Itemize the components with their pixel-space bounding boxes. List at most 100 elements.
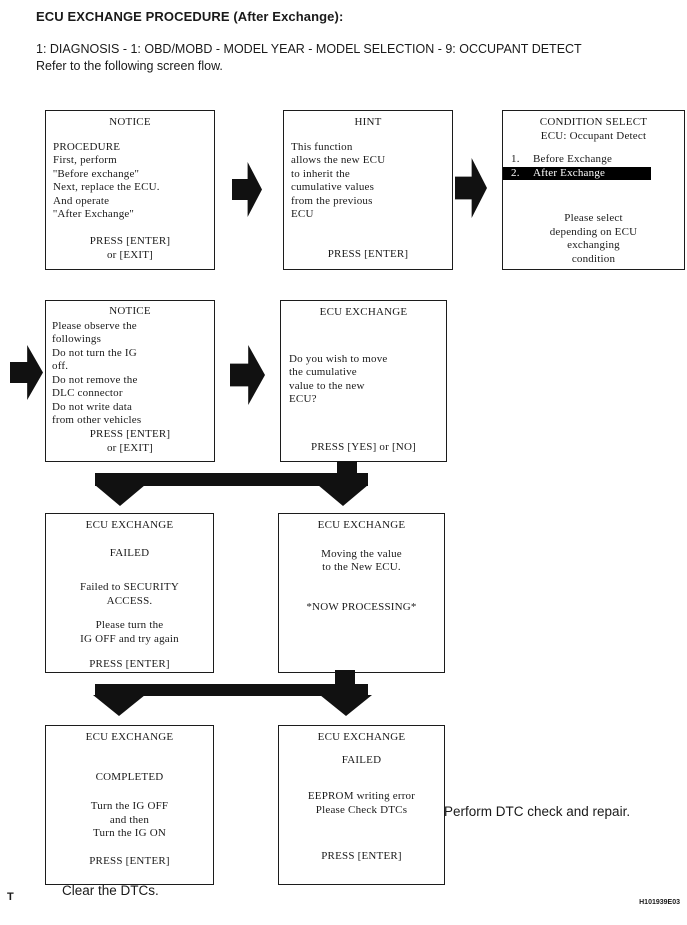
screen-text-line: value to the new bbox=[289, 379, 365, 392]
flow-split-bar bbox=[95, 473, 368, 486]
screen-text-line: depending on ECU bbox=[549, 225, 638, 238]
screen-title: ECU EXCHANGE bbox=[317, 519, 406, 531]
screen-text-line: the cumulative bbox=[289, 366, 357, 378]
screen-text-line: from other vehicles bbox=[52, 414, 142, 426]
screen-hint: HINT This function allows the new ECU to… bbox=[283, 110, 453, 270]
screen-text-line: DLC connector bbox=[52, 387, 123, 399]
screen-key-prompt: PRESS [ENTER] or [EXIT] bbox=[46, 235, 214, 262]
screen-text-line: ''After Exchange'' bbox=[53, 208, 134, 220]
screen-text-line: Do you wish to move bbox=[289, 352, 388, 365]
screen-text-line: Do not write data bbox=[52, 400, 133, 413]
screen-title: CONDITION SELECT bbox=[539, 116, 648, 128]
condition-menu: 1. Before Exchange 2. After Exchange bbox=[503, 153, 684, 180]
screen-subtitle: ECU: Occupant Detect bbox=[540, 129, 647, 142]
screen-text-line: or [EXIT] bbox=[106, 248, 154, 261]
screen-message: Please select depending on ECU exchangin… bbox=[503, 212, 684, 266]
screen-text-line: *NOW PROCESSING* bbox=[306, 600, 417, 613]
screen-text-line: COMPLETED bbox=[95, 770, 164, 783]
menu-nav-path: 1: DIAGNOSIS - 1: OBD/MOBD - MODEL YEAR … bbox=[36, 42, 582, 56]
screen-text-line: Turn the IG ON bbox=[93, 827, 166, 839]
screen-completed: ECU EXCHANGE COMPLETED Turn the IG OFF a… bbox=[45, 725, 214, 885]
screen-text-line: EEPROM writing error bbox=[307, 790, 416, 802]
flow-arrow-down-icon bbox=[320, 695, 372, 716]
menu-item-before-exchange: 1. Before Exchange bbox=[503, 153, 684, 167]
flow-arrow-right-icon bbox=[10, 345, 43, 400]
screen-text-line: IG OFF and try again bbox=[80, 632, 179, 645]
screen-text-line: ''Before exchange'' bbox=[53, 167, 139, 180]
flow-arrow-down-icon bbox=[318, 485, 368, 506]
page-title: ECU EXCHANGE PROCEDURE (After Exchange): bbox=[36, 9, 344, 24]
screen-text-line: First, perform bbox=[53, 154, 117, 166]
screen-text-line: allows the new ECU bbox=[291, 154, 386, 166]
screen-text-line: Next, replace the ECU. bbox=[53, 181, 160, 193]
screen-title: ECU EXCHANGE bbox=[85, 519, 174, 531]
screen-title: NOTICE bbox=[109, 116, 151, 128]
flow-split-bar bbox=[95, 684, 368, 696]
note-clear-dtcs: Clear the DTCs. bbox=[62, 883, 159, 898]
screen-text-line: Please turn the bbox=[95, 619, 164, 631]
screen-title: HINT bbox=[354, 116, 382, 128]
screen-key-prompt: PRESS [ENTER] bbox=[89, 854, 170, 867]
menu-item-number: 2. bbox=[511, 166, 520, 179]
screen-text-line: from the previous bbox=[291, 194, 373, 207]
menu-item-number: 1. bbox=[511, 153, 520, 165]
screen-key-prompt: PRESS [ENTER] bbox=[284, 248, 452, 262]
screen-now-processing: ECU EXCHANGE Moving the value to the New… bbox=[278, 513, 445, 673]
screen-text-line: exchanging bbox=[567, 239, 620, 251]
screen-text-line: ECU? bbox=[289, 393, 317, 405]
flow-split-stem bbox=[337, 461, 357, 475]
screen-exchange-question: ECU EXCHANGE Do you wish to move the cum… bbox=[280, 300, 447, 462]
flow-arrow-down-icon bbox=[93, 695, 145, 716]
menu-item-after-exchange-selected: 2. After Exchange bbox=[503, 166, 651, 180]
screen-failed-security: ECU EXCHANGE FAILED Failed to SECURITY A… bbox=[45, 513, 214, 673]
screen-condition-select: CONDITION SELECT ECU: Occupant Detect 1.… bbox=[502, 110, 685, 270]
screen-key-prompt: PRESS [ENTER] or [EXIT] bbox=[46, 428, 214, 455]
screen-text-line: Turn the IG OFF bbox=[90, 800, 169, 812]
screen-title: ECU EXCHANGE bbox=[319, 306, 408, 318]
screen-notice-procedure: NOTICE PROCEDURE First, perform ''Before… bbox=[45, 110, 215, 270]
screen-text-line: FAILED bbox=[109, 546, 150, 559]
screen-text-line: PRESS [ENTER] bbox=[327, 247, 409, 260]
flow-arrow-right-icon bbox=[455, 158, 487, 218]
screen-text-line: off. bbox=[52, 360, 69, 372]
screen-text-line: to inherit the bbox=[291, 167, 351, 180]
screen-text-line: FAILED bbox=[341, 753, 382, 766]
screen-text-line: or [EXIT] bbox=[106, 441, 154, 454]
screen-text-line: to the New ECU. bbox=[322, 561, 401, 573]
screen-title: ECU EXCHANGE bbox=[85, 731, 174, 743]
screen-text-line: Do not remove the bbox=[52, 373, 138, 386]
screen-text-line: Failed to SECURITY bbox=[80, 581, 179, 593]
menu-item-label: After Exchange bbox=[533, 166, 606, 179]
screen-text-line: This function bbox=[291, 140, 353, 153]
screen-failed-eeprom: ECU EXCHANGE FAILED EEPROM writing error… bbox=[278, 725, 445, 885]
screen-title: ECU EXCHANGE bbox=[317, 731, 406, 743]
flow-arrow-right-icon bbox=[230, 345, 265, 405]
screen-text-line: Do not turn the IG bbox=[52, 346, 137, 359]
page-subtitle: Refer to the following screen flow. bbox=[36, 59, 223, 73]
screen-text-line: And operate bbox=[53, 194, 110, 207]
screen-key-prompt: PRESS [ENTER] bbox=[321, 850, 402, 862]
footer-page-letter: T bbox=[7, 891, 14, 903]
screen-text-line: Please observe the bbox=[52, 319, 137, 332]
flow-arrow-right-icon bbox=[232, 162, 262, 217]
screen-text-line: cumulative values bbox=[291, 181, 375, 193]
flow-split-stem bbox=[335, 670, 355, 685]
screen-key-prompt: PRESS [ENTER] bbox=[89, 658, 170, 670]
screen-text-line: PROCEDURE bbox=[53, 140, 121, 153]
screen-text-line: ACCESS. bbox=[106, 594, 153, 607]
screen-text-line: ECU bbox=[291, 208, 314, 220]
screen-text-line: PRESS [ENTER] bbox=[89, 428, 171, 440]
screen-key-prompt: PRESS [YES] or [NO] bbox=[281, 441, 446, 455]
screen-text-line: Please select bbox=[564, 212, 623, 224]
flow-arrow-down-icon bbox=[95, 485, 145, 506]
screen-text-line: Moving the value bbox=[321, 547, 402, 560]
note-perform-dtc-check: Perform DTC check and repair. bbox=[444, 804, 631, 819]
screen-text-line: Please Check DTCs bbox=[315, 803, 408, 816]
screen-text-line: PRESS [ENTER] bbox=[89, 235, 171, 247]
screen-text-line: and then bbox=[109, 813, 150, 826]
footer-figure-id: H101939E03 bbox=[639, 899, 680, 906]
screen-text-line: followings bbox=[52, 333, 102, 345]
screen-text-line: condition bbox=[571, 252, 616, 265]
menu-item-label: Before Exchange bbox=[533, 153, 613, 165]
